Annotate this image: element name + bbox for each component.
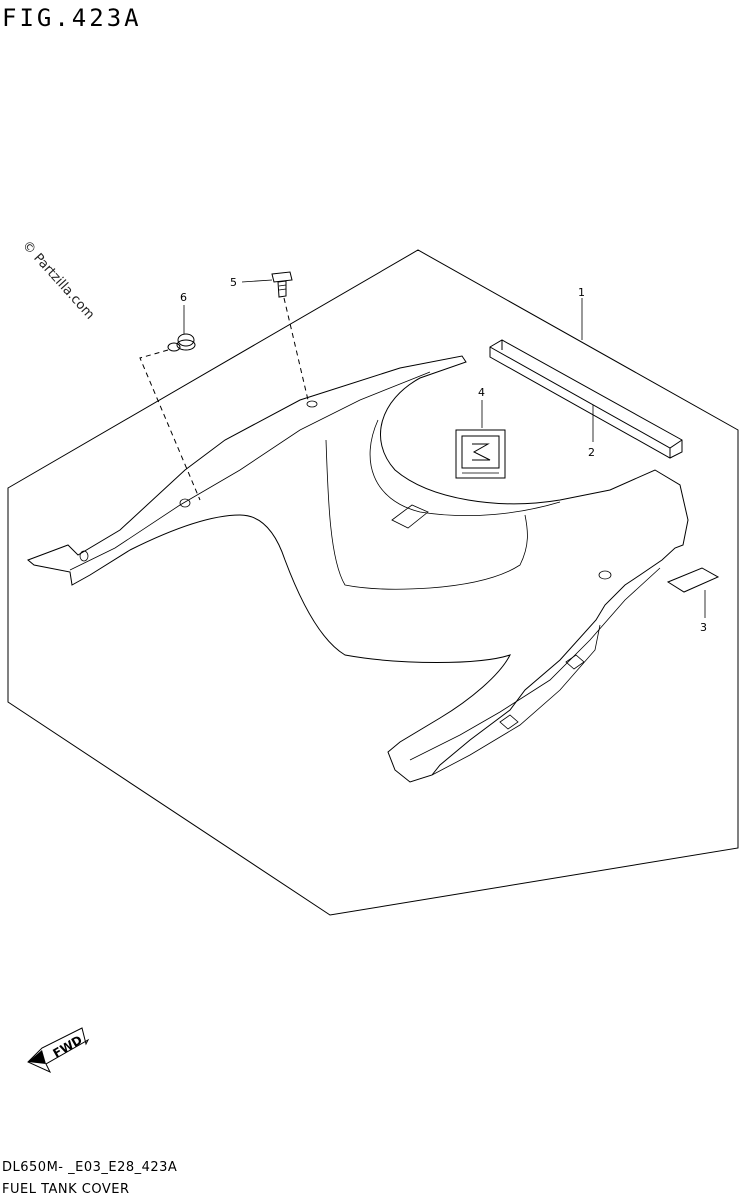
cover-right-flange: [431, 624, 601, 776]
screw-guide-line: [283, 297, 309, 401]
cover-clip-hole-right: [598, 570, 612, 580]
cover-clip-hole-left: [179, 498, 191, 508]
cover-screw-hole: [306, 400, 318, 408]
emblem-part[interactable]: [455, 429, 506, 479]
cover-right-wing-edge: [409, 567, 661, 761]
clip-part[interactable]: [167, 333, 196, 352]
screw-part[interactable]: [271, 271, 293, 298]
clip-guide-line: [139, 349, 201, 501]
leader-5: [241, 279, 273, 283]
callout-5: 5: [230, 276, 237, 289]
cover-right-slot-2: [499, 714, 519, 730]
assembly-outline: [7, 249, 739, 916]
pad-part[interactable]: [666, 567, 720, 593]
callout-6: 6: [180, 291, 187, 304]
callout-1: 1: [578, 286, 585, 299]
footer-diagram-name: FUEL TANK COVER: [2, 1182, 130, 1197]
cover-right-slot-1: [565, 654, 585, 670]
cover-clip-hole-front: [79, 550, 89, 562]
cover-center-recess: [369, 419, 561, 517]
cover-inner-contour: [325, 439, 528, 590]
figure-title: FIG.423A: [2, 4, 142, 32]
callout-3: 3: [700, 621, 707, 634]
forward-arrow: FWD: [27, 1027, 90, 1074]
fuel-tank-cover-part[interactable]: [27, 355, 689, 783]
cover-left-wing-edge: [69, 371, 431, 571]
cushion-strip-part[interactable]: [489, 339, 683, 459]
callout-4: 4: [478, 386, 485, 399]
footer-diagram-code: DL650M- _E03_E28_423A: [2, 1160, 178, 1175]
cover-tab-slot: [391, 504, 429, 529]
forward-arrow-label: FWD: [51, 1033, 85, 1061]
callout-2: 2: [588, 446, 595, 459]
